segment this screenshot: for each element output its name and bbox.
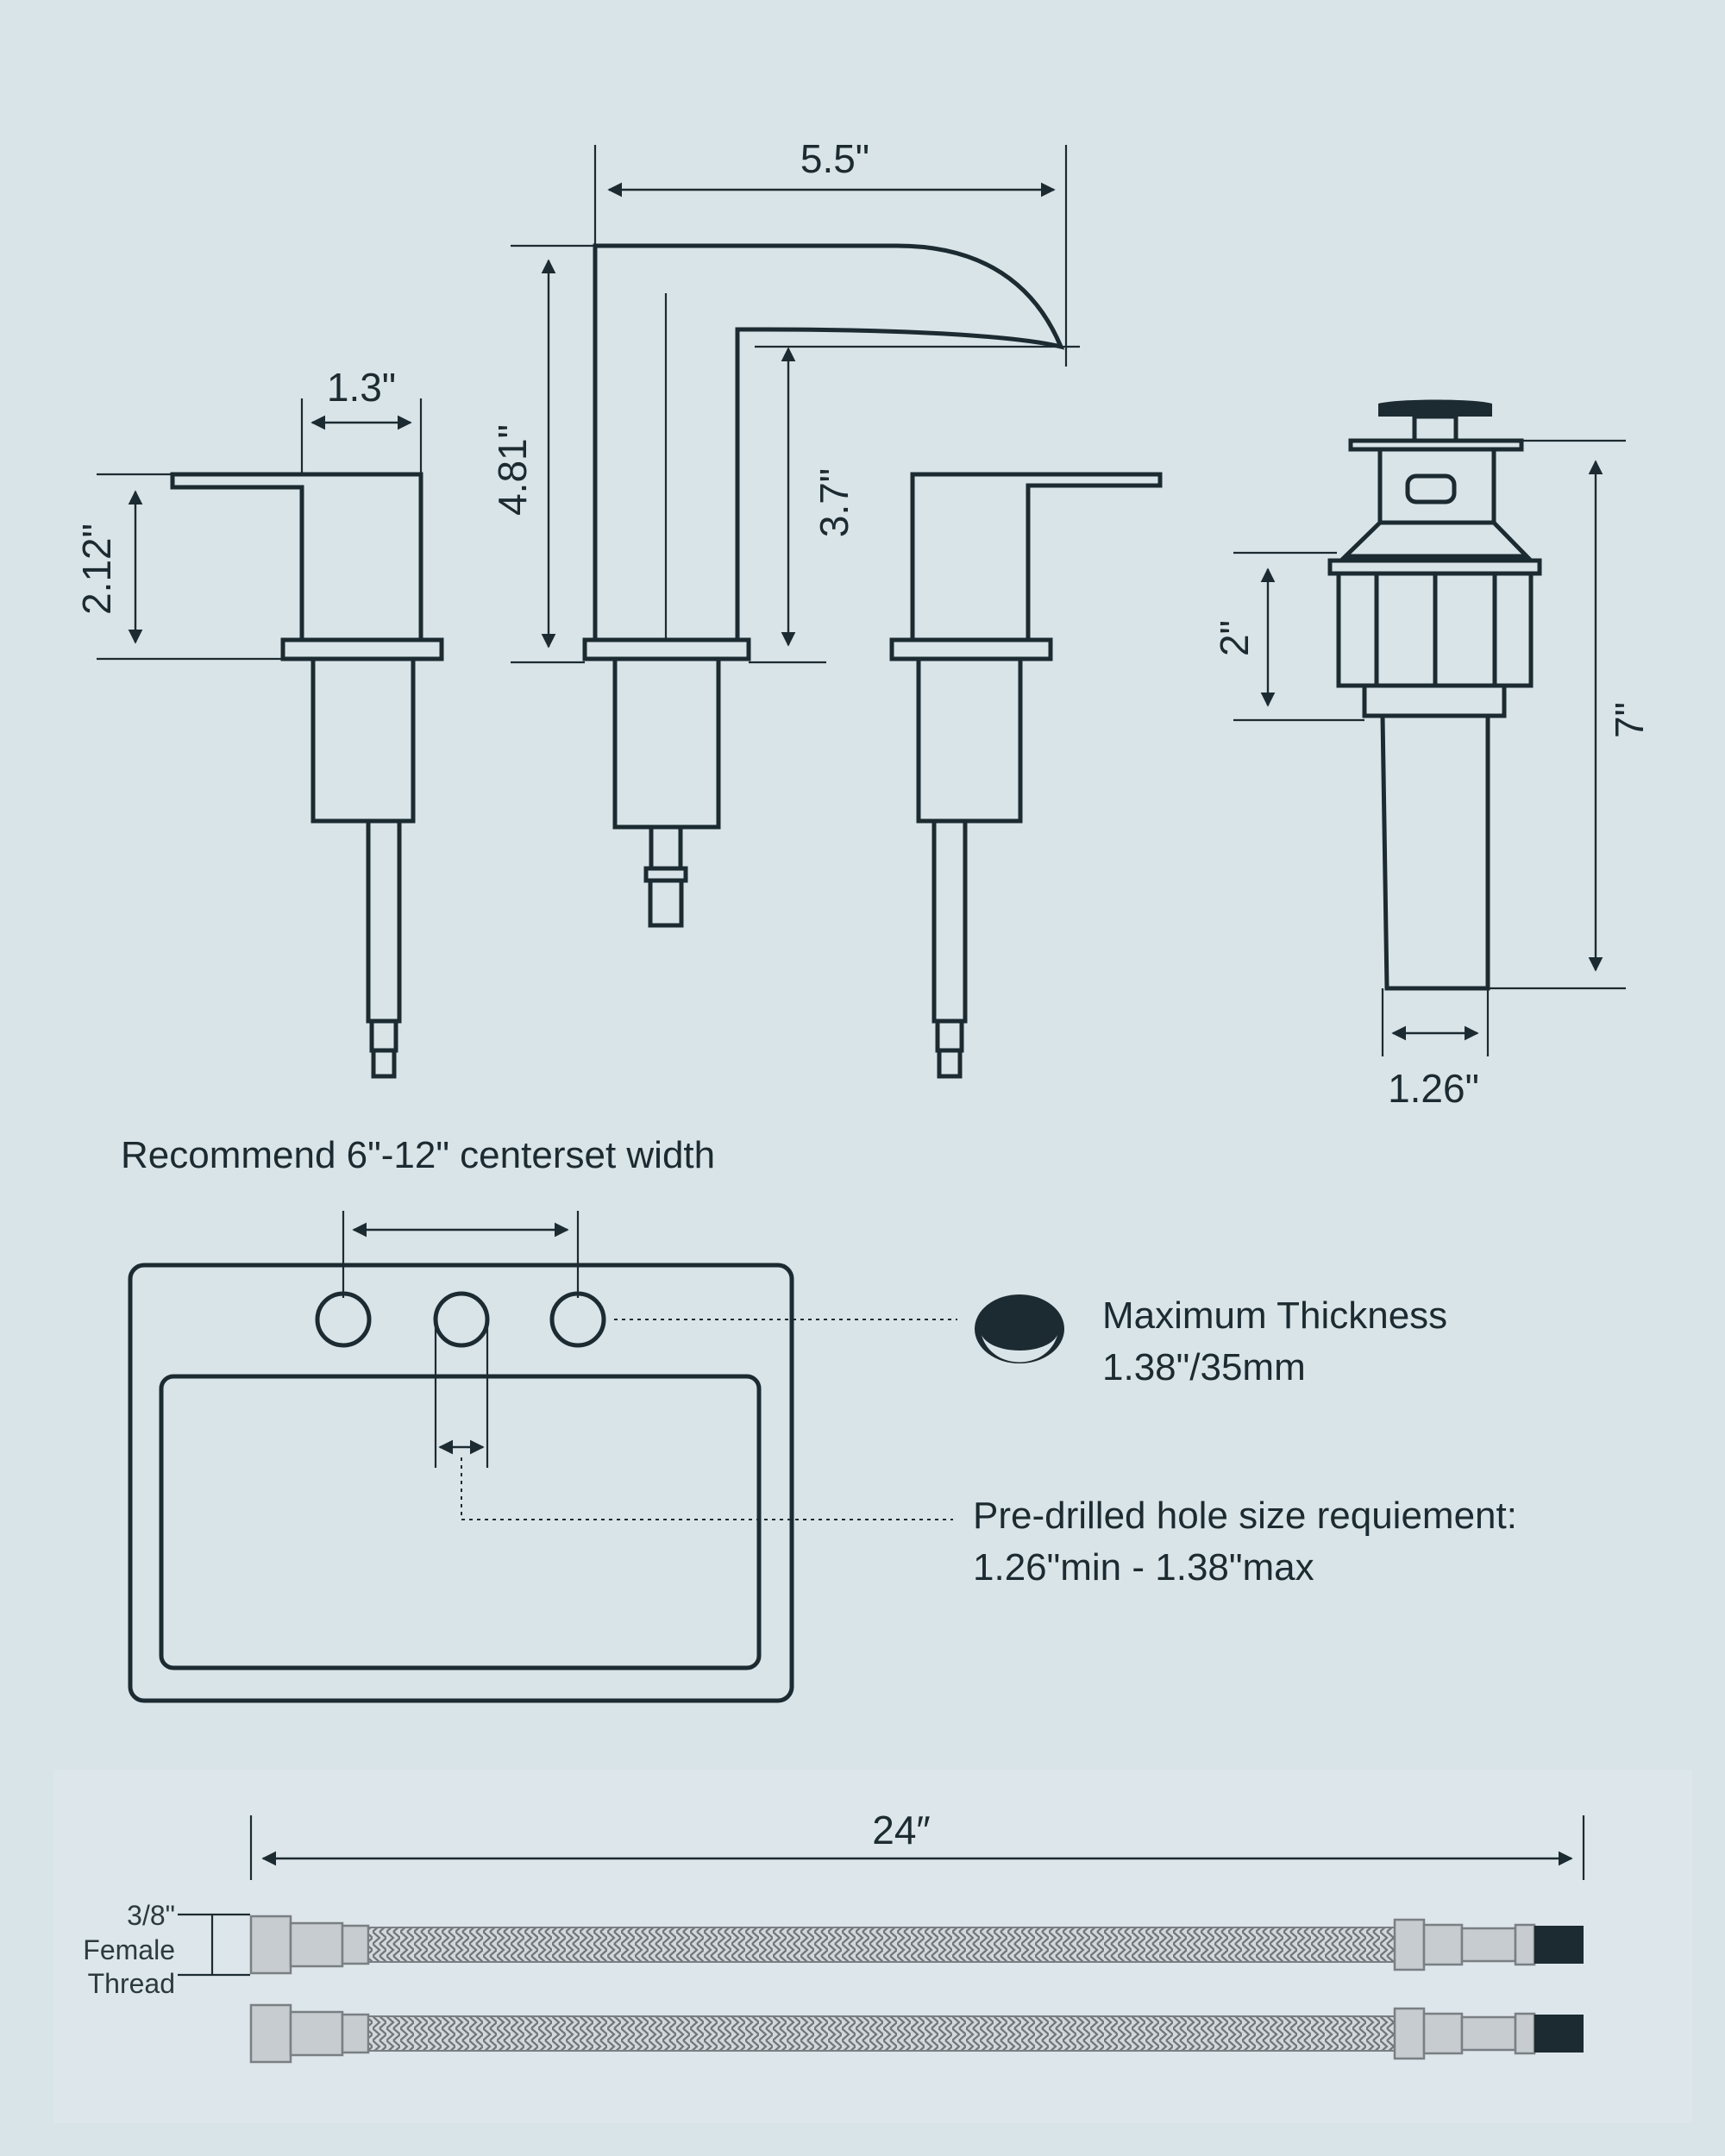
- left-handle: [170, 472, 444, 1079]
- hose-length-label: 24″: [872, 1808, 930, 1852]
- drain-flange-dimension: 2": [1212, 551, 1364, 722]
- thickness-title: Maximum Thickness: [1102, 1294, 1447, 1337]
- supply-hose-top: [249, 1915, 1584, 1975]
- centerset-note: Recommend 6"-12" centerset width: [121, 1134, 715, 1176]
- spout-clearance-dimension: 3.7": [749, 345, 1080, 664]
- spout-height-label: 4.81": [490, 424, 535, 516]
- spout: [582, 243, 1065, 928]
- supply-hose-bottom: [249, 2003, 1584, 2064]
- thread-label-line3: Thread: [88, 1968, 175, 1999]
- faucet-hole-left: [315, 1291, 372, 1348]
- thickness-value: 1.38"/35mm: [1102, 1346, 1306, 1388]
- spout-height-dimension: 4.81": [490, 244, 595, 664]
- thread-label-line1: 3/8": [127, 1900, 175, 1931]
- faucet-hole-center: [433, 1291, 490, 1348]
- handle-width-label: 1.3": [327, 365, 396, 410]
- hole-size-dimension: [434, 1319, 953, 1520]
- spout-clearance-label: 3.7": [812, 468, 856, 537]
- pop-up-drain: [1327, 399, 1542, 991]
- thread-size-dimension: 3/8" Female Thread: [83, 1900, 250, 1999]
- handle-width-dimension: 1.3": [300, 365, 423, 473]
- drain-flange-label: 2": [1212, 620, 1257, 656]
- handle-height-dimension: 2.12": [74, 473, 302, 661]
- spout-reach-dimension: 5.5": [593, 136, 1068, 367]
- drain-diameter-label: 1.26": [1388, 1066, 1479, 1111]
- hole-size-value: 1.26"min - 1.38"max: [973, 1546, 1314, 1589]
- drain-diameter-dimension: 1.26": [1381, 988, 1490, 1111]
- hole-size-title: Pre-drilled hole size requiement:: [973, 1495, 1517, 1537]
- thread-label-line2: Female: [83, 1934, 175, 1965]
- handle-height-label: 2.12": [74, 523, 119, 615]
- right-handle: [889, 472, 1163, 1079]
- countertop-thickness-icon: [975, 1294, 1064, 1363]
- spout-reach-label: 5.5": [800, 136, 869, 181]
- hose-length-dimension: 24″: [249, 1808, 1585, 1880]
- drain-length-label: 7": [1607, 702, 1652, 738]
- centerset-dimension: [342, 1211, 580, 1298]
- drain-length-dimension: 7": [1488, 439, 1652, 990]
- faucet-hole-right: [549, 1291, 606, 1348]
